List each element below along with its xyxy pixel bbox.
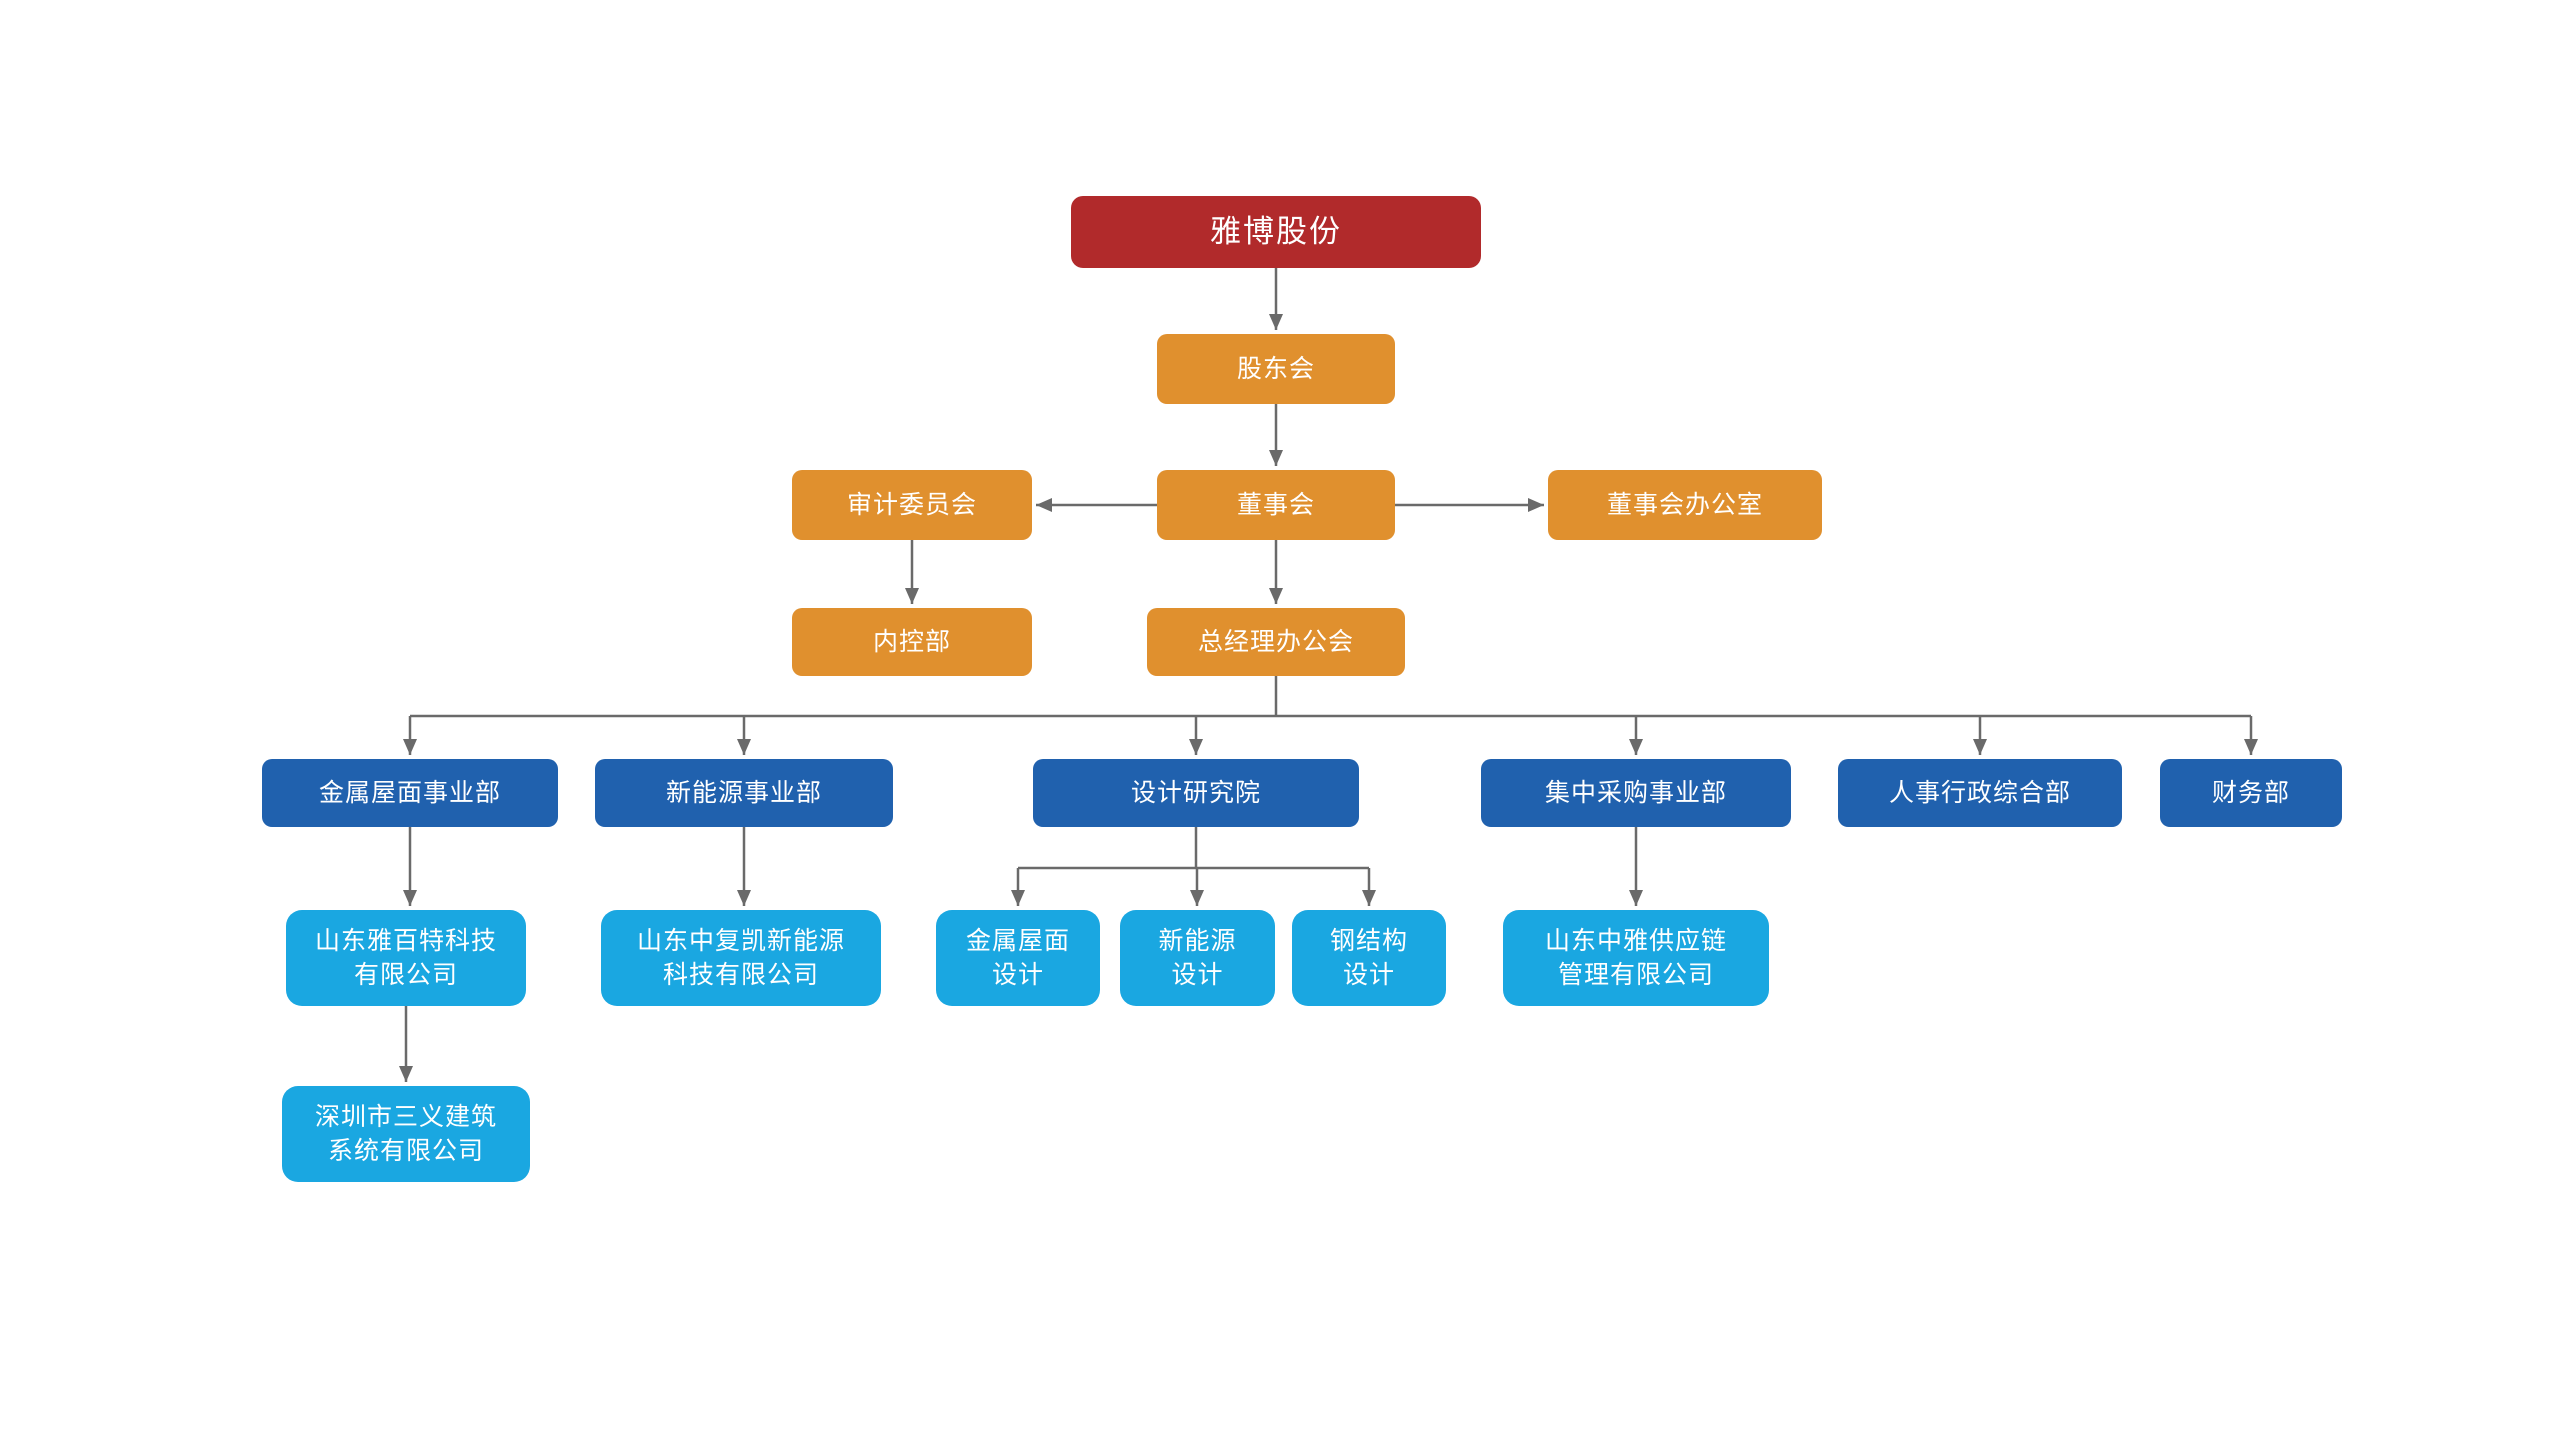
node-zhongya-supply-chain: 山东中雅供应链 管理有限公司 [1503,910,1769,1006]
node-group-root: 雅博股份 [1071,196,1481,268]
node-design-institute: 设计研究院 [1033,759,1359,827]
node-finance-dept: 财务部 [2160,759,2342,827]
node-audit-committee: 审计委员会 [792,470,1032,540]
node-board-office: 董事会办公室 [1548,470,1822,540]
node-gm-office: 总经理办公会 [1147,608,1405,676]
node-new-energy-design: 新能源 设计 [1120,910,1275,1006]
node-procurement-division: 集中采购事业部 [1481,759,1791,827]
node-new-energy-division: 新能源事业部 [595,759,893,827]
node-shareholders-meeting: 股东会 [1157,334,1395,404]
connector-lines [399,268,2258,1082]
node-hr-admin-dept: 人事行政综合部 [1838,759,2122,827]
node-yabaite-company: 山东雅百特科技 有限公司 [286,910,526,1006]
node-zhongfukai-company: 山东中复凯新能源 科技有限公司 [601,910,881,1006]
node-metal-roof-division: 金属屋面事业部 [262,759,558,827]
node-internal-control-dept: 内控部 [792,608,1032,676]
node-sanyi-building: 深圳市三义建筑 系统有限公司 [282,1086,530,1182]
node-metal-roof-design: 金属屋面 设计 [936,910,1100,1006]
node-steel-structure-design: 钢结构 设计 [1292,910,1446,1006]
node-board: 董事会 [1157,470,1395,540]
